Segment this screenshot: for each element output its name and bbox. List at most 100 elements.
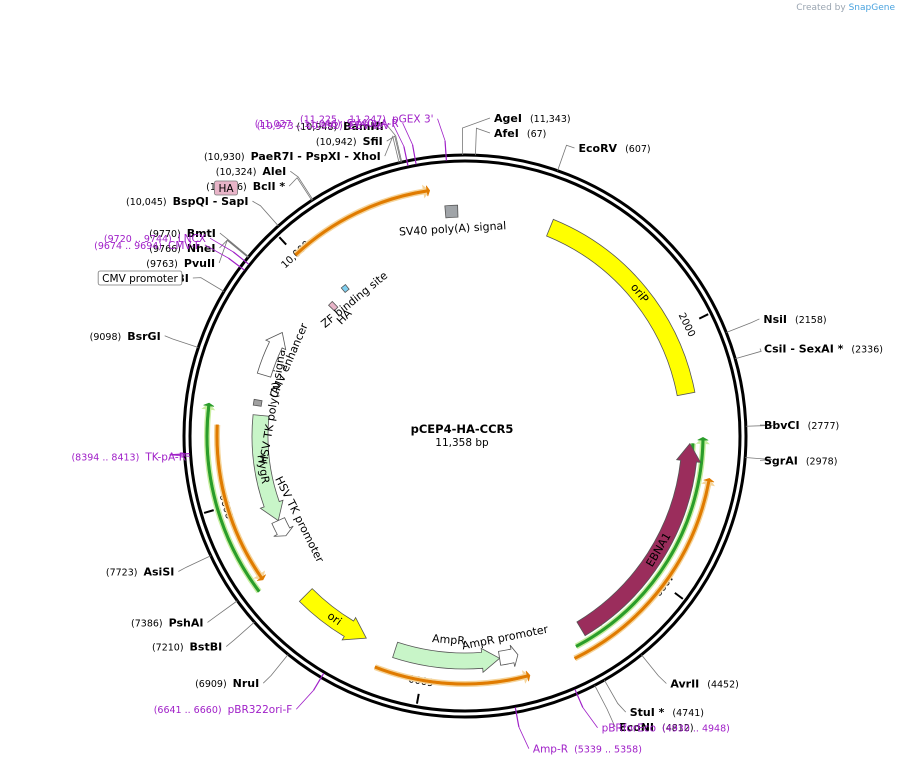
primer-range: (4930 .. 4948) (662, 724, 730, 735)
primer-name: CMV-F (168, 240, 201, 252)
site-label-bstbi: BstBI(7210) (152, 641, 222, 654)
site-connector-nrui (262, 654, 289, 684)
site-position: (4452) (707, 680, 739, 691)
site-position: (7386) (131, 618, 163, 629)
site-position: (4812) (662, 723, 694, 734)
site-name: NruI (233, 677, 260, 690)
tick-2000 (698, 313, 709, 320)
feature-ampr (392, 641, 501, 674)
tick-8000 (203, 509, 214, 514)
site-label-nsii: NsiI(2158) (763, 313, 826, 326)
boxed-label-cmv-promoter: CMV promoter (97, 270, 183, 286)
boxed-label-ha: HA (214, 180, 238, 196)
primer-name: TK-pA-R (144, 451, 186, 463)
primer-tick-amp-r (514, 707, 520, 728)
site-connector-agei (462, 117, 491, 156)
primer-label-cmv-f: CMV-F(9674 .. 9694) (94, 240, 201, 252)
site-label-bmti: BmtI(9770) (149, 227, 216, 240)
site-name: AgeI (494, 112, 522, 125)
site-name: PvuII (184, 257, 215, 270)
primer-name: Amp-R (533, 744, 568, 756)
primer-connector-ebv-rev (392, 124, 405, 147)
site-label-bamhi: BamHI(10,948) (297, 120, 384, 133)
site-name: BbvCI (764, 419, 800, 432)
feature-hsv-tk-promoter (271, 517, 294, 537)
primer-range: (8394 .. 8413) (71, 452, 139, 463)
site-name: BspQI - SapI (173, 195, 249, 208)
boxed-label-text: CMV promoter (102, 273, 178, 285)
boxed-label-box (214, 180, 238, 196)
primer-sites: pGEX 3'(11,225 .. 11,247)SV40pA-R(11,027… (71, 114, 729, 756)
orf-arrow-0 (294, 185, 431, 257)
plasmid-size: 11,358 bp (435, 437, 489, 449)
primer-name: EBV-rev (349, 120, 390, 132)
site-connector-afei (475, 127, 491, 156)
site-label-bsrgi: BsrGI(9098) (90, 330, 161, 343)
site-name: CsiI - SexAI * (764, 343, 844, 356)
site-label-bspqi-sapi: BspQI - SapI(10,045) (126, 195, 248, 208)
site-connector-snabi (192, 277, 225, 292)
orf-arrow-4 (374, 665, 531, 686)
primer-connector-pbrforeco (582, 707, 598, 728)
site-position: (9770) (149, 229, 181, 240)
site-position: (2336) (851, 345, 883, 356)
site-position: (4741) (672, 708, 704, 719)
site-name: PaeR7I - PspXI - XhoI (251, 150, 381, 163)
primer-name: pBR322ori-F (228, 704, 293, 716)
site-connector-bamhi (387, 125, 403, 163)
site-connector-bspqi-sapi (252, 200, 279, 227)
site-name: BstBI (190, 641, 223, 654)
primer-tick-pbrforeco (574, 688, 584, 708)
tick-6000 (415, 693, 420, 704)
primer-label-amp-r: Amp-R (5339 .. 5358) (533, 744, 642, 756)
feature-label-ampr: AmpR (432, 632, 466, 648)
primer-tick-pbr322ori-f (313, 672, 325, 691)
snapgene-logo: SnapGene (848, 3, 895, 13)
primer-tick-sv40pa-r (411, 144, 417, 165)
site-name: AvrII (670, 678, 699, 691)
orf-arrows (201, 184, 715, 687)
primer-label-ebv-rev: EBV-rev(10,973 .. 10,992) (257, 120, 390, 132)
primer-name: pBRforEco (602, 723, 656, 735)
site-connector-asisi (178, 555, 211, 572)
site-position: (2777) (808, 421, 840, 432)
site-connector-pshai (207, 600, 238, 623)
site-connector-paer7i-pspxi-xhoi (384, 135, 400, 163)
site-label-afei: AfeI(67) (494, 127, 546, 140)
primer-range: (5339 .. 5358) (574, 745, 642, 756)
primer-name: LNCX (178, 233, 206, 245)
feature-ampr-promoter (498, 644, 519, 667)
site-label-asisi: AsiSI(7723) (106, 565, 174, 578)
site-position: (2158) (795, 315, 827, 326)
tick-4000 (674, 592, 684, 600)
site-position: (10,324) (216, 167, 257, 178)
primer-label-pbr322ori-f: pBR322ori-F(6641 .. 6660) (154, 704, 293, 716)
orf-arrow-6 (203, 402, 261, 593)
site-name: BamHI (343, 120, 384, 133)
site-position: (9098) (90, 332, 122, 343)
primer-tick-ebv-rev (403, 146, 409, 167)
primer-tick-lncx (232, 251, 250, 265)
site-name: EcoNI (619, 721, 654, 734)
site-connector-econi (594, 685, 616, 728)
feature-label-sv40-poly-a-signal: SV40 poly(A) signal (399, 219, 507, 238)
site-name: BclI * (253, 180, 286, 193)
site-name: SgrAI (764, 454, 798, 467)
site-connector-sfii (386, 135, 402, 163)
site-connector-bstbi (225, 621, 255, 647)
site-connector-bbvci (745, 424, 773, 427)
plasmid-backbone (182, 153, 748, 719)
primer-label-pbrforeco: pBRforEco (4930 .. 4948) (602, 723, 730, 735)
site-label-nhei: NheI(9766) (149, 242, 215, 255)
site-name: EcoRV (578, 142, 617, 155)
site-name: StuI * (630, 706, 665, 719)
primer-connector-tk-pa-r (169, 454, 191, 457)
orf-halo-5 (214, 424, 266, 580)
primer-label-sv40pa-r: SV40pA-R(11,027 .. 11,046) (255, 118, 399, 130)
site-label-bbvci: BbvCI (2777) (764, 419, 839, 432)
feature-hygr (251, 414, 284, 522)
site-name: AfeI (494, 127, 519, 140)
primer-label-lncx: LNCX(9720 .. 9744) (104, 233, 206, 245)
tick-label-2000: 2000 (676, 311, 697, 339)
